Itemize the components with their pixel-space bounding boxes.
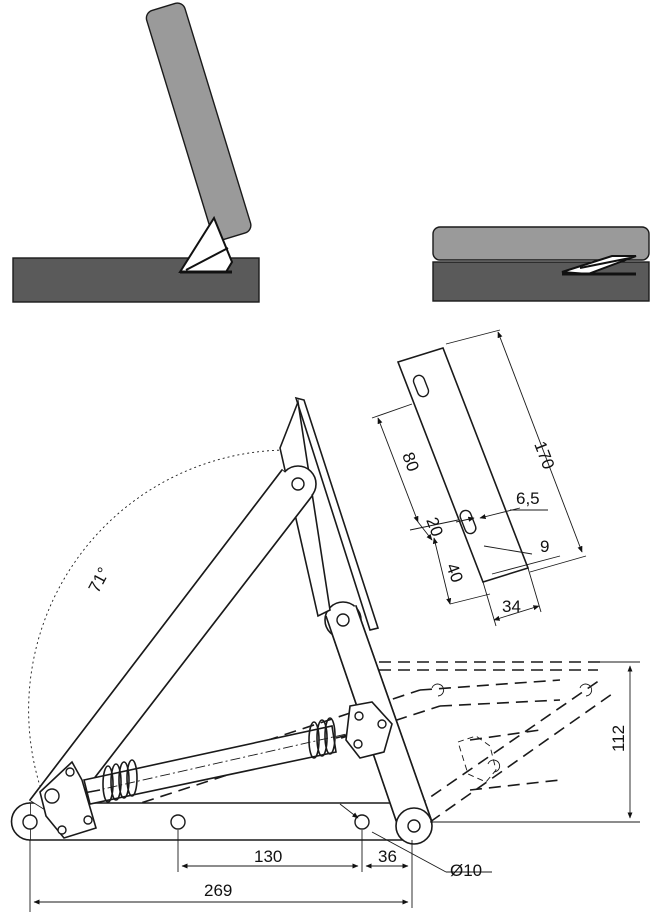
angle-arc — [28, 449, 287, 807]
dim-slot-offset: 40 — [442, 561, 467, 585]
lid-plate — [279, 396, 380, 631]
dim-overall-length: 269 — [204, 881, 232, 900]
open-mechanism — [178, 215, 234, 274]
closed-mechanism — [561, 255, 637, 276]
base-mount-hole-2 — [354, 814, 370, 830]
open-box-illustration — [12, 2, 260, 303]
spring-strut — [77, 717, 367, 805]
open-lid — [145, 2, 252, 241]
base-bracket-left — [39, 760, 97, 839]
dim-hole-diameter: Ø10 — [450, 861, 482, 880]
closed-box-base — [432, 261, 650, 302]
main-mechanism: 71° — [10, 396, 640, 912]
dim-hole-edge: 36 — [378, 847, 397, 866]
dim-hole-spacing: 130 — [254, 847, 282, 866]
base-mount-hole-1 — [170, 814, 186, 830]
dim-angle: 71° — [85, 564, 114, 596]
dim-edge-offset: 9 — [540, 537, 549, 556]
upper-slot — [412, 374, 430, 398]
dim-slot-spacing: 80 — [398, 450, 423, 474]
spring-bracket-right — [345, 701, 393, 759]
mounting-plate-detail: 170 80 20 6,5 40 9 34 — [371, 329, 587, 627]
base-pivot-hole — [22, 814, 38, 830]
dim-plate-length: 170 — [530, 439, 558, 472]
dim-plate-width: 34 — [502, 597, 521, 616]
dim-slot-width: 6,5 — [516, 489, 540, 508]
dim-height: 112 — [609, 725, 628, 752]
dim-slot-length: 20 — [422, 515, 447, 539]
front-arm — [28, 465, 317, 822]
closed-box-lid — [432, 226, 650, 261]
closed-box-illustration — [432, 226, 650, 302]
